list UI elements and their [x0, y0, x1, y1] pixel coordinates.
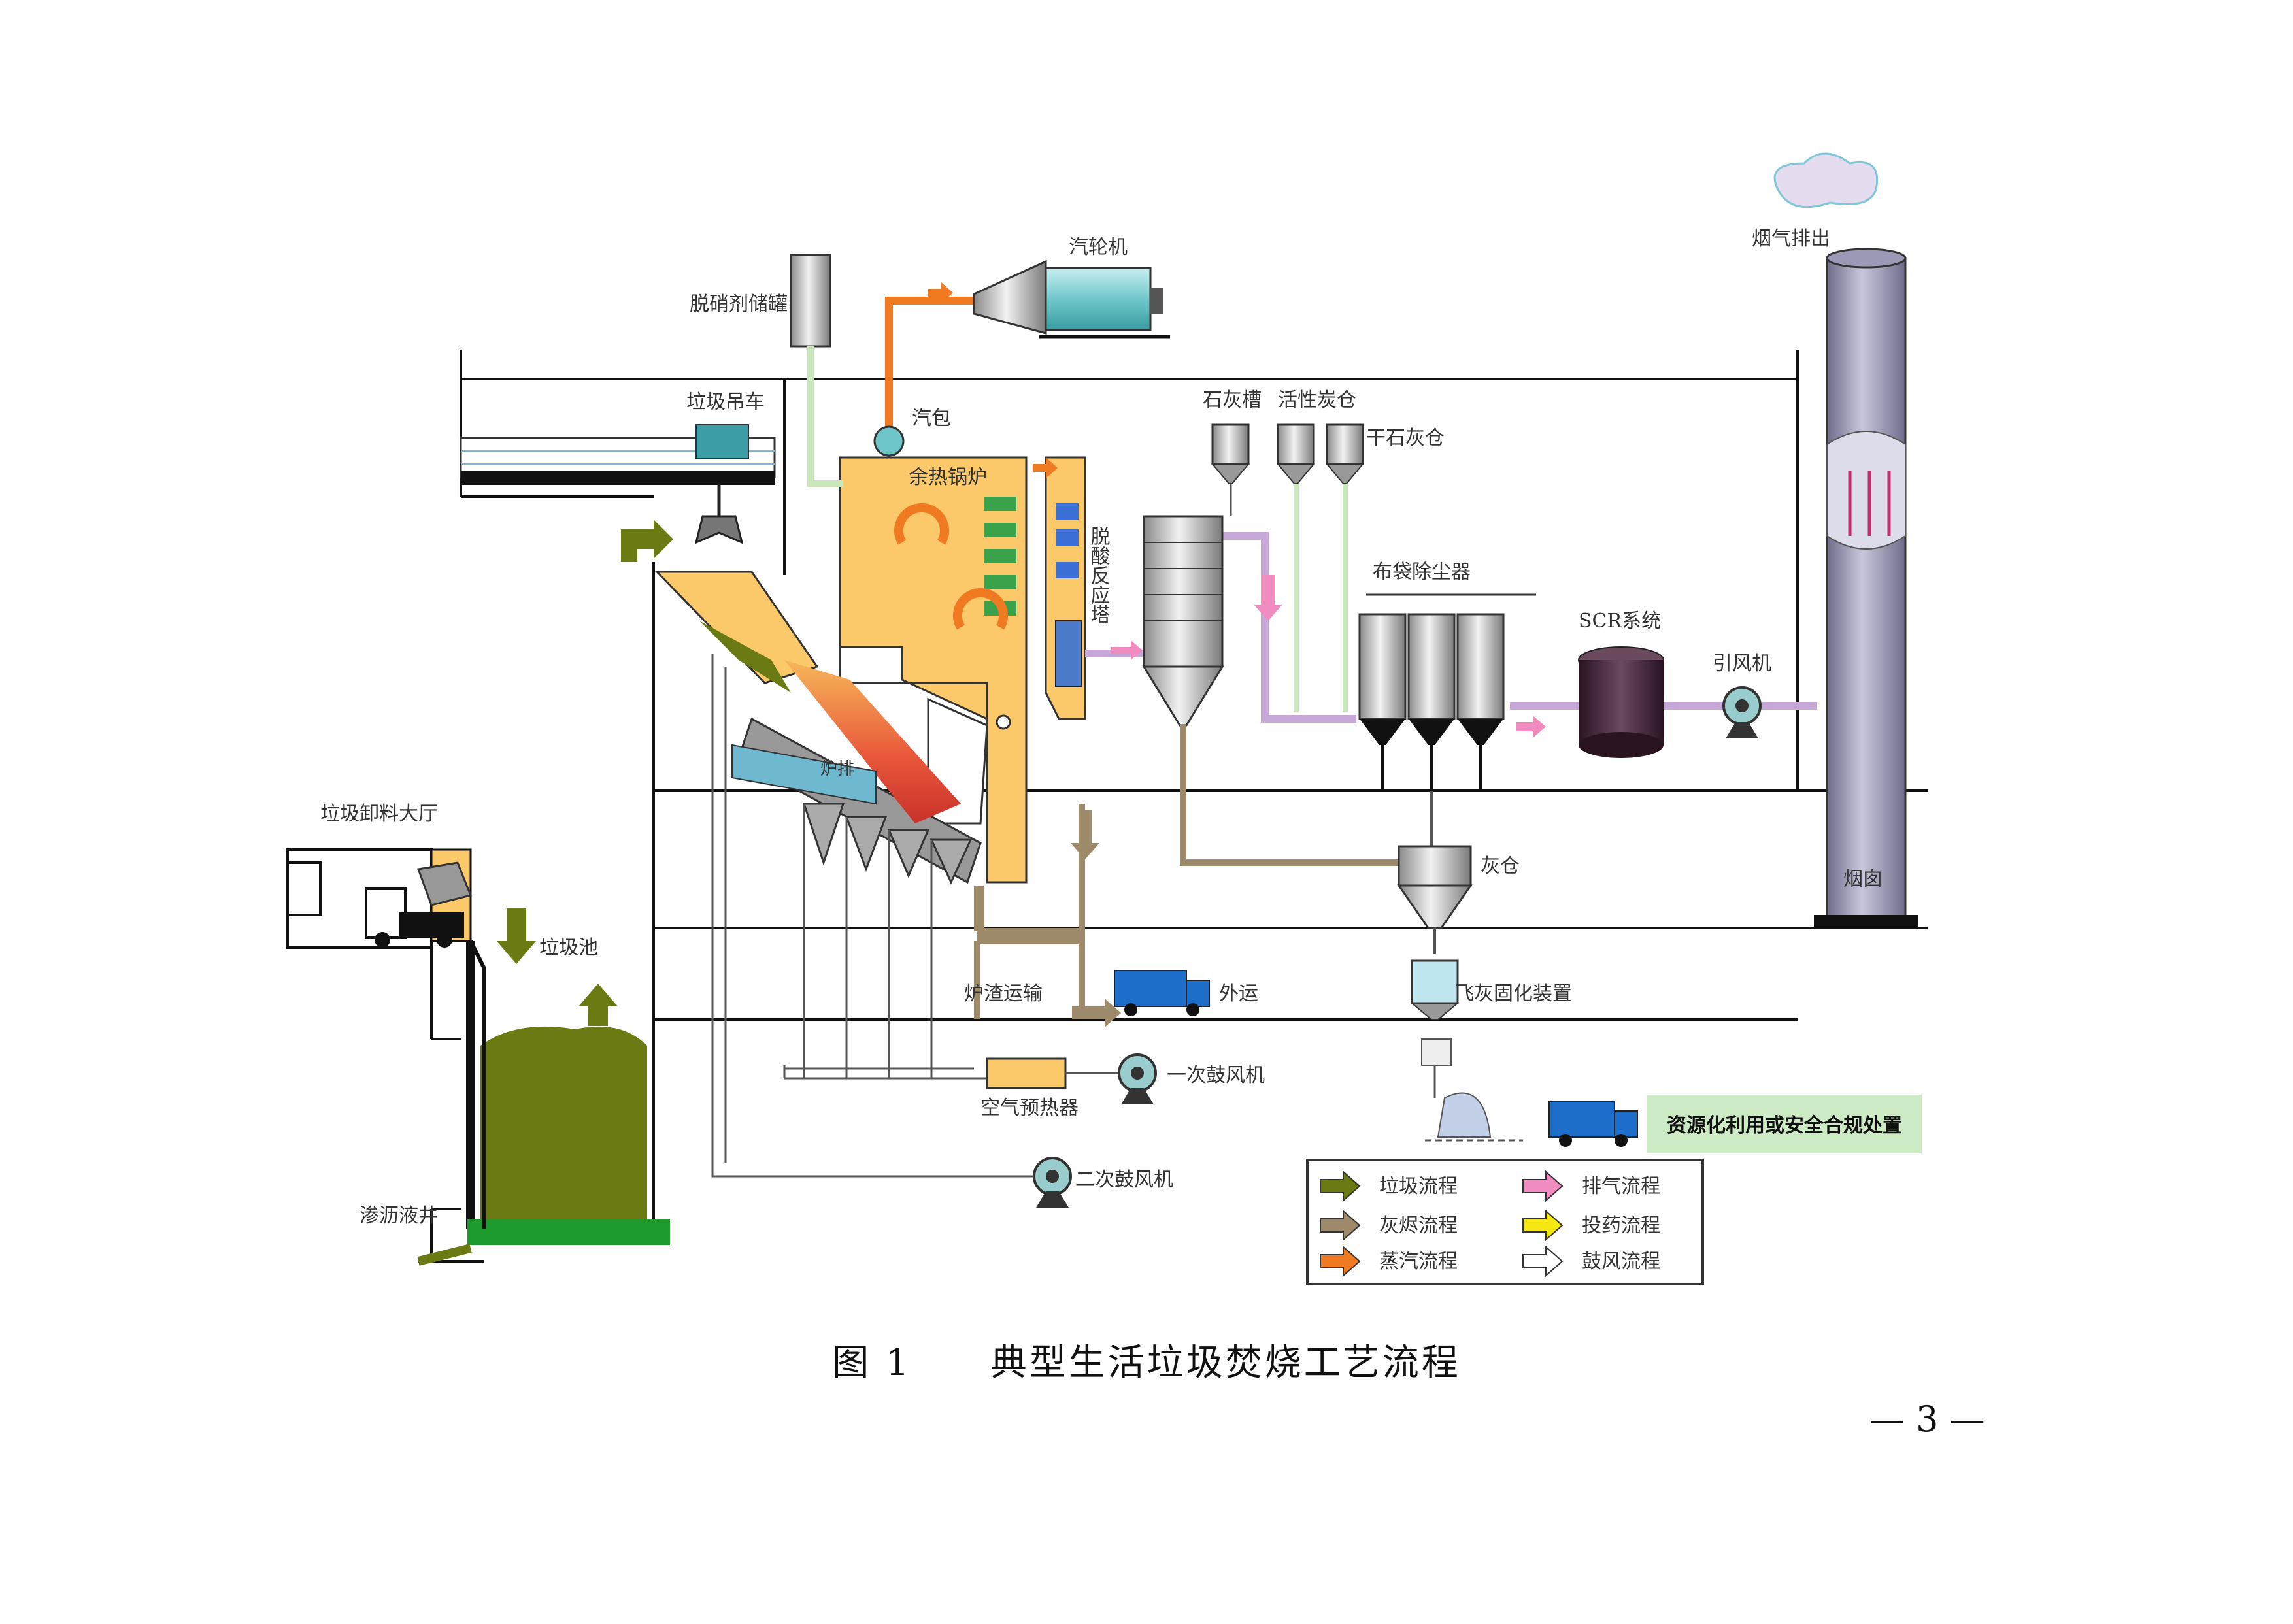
bag-filter [1358, 593, 1536, 850]
legend-label: 蒸汽流程 [1379, 1250, 1458, 1273]
label-denitration-tank: 脱硝剂储罐 [690, 293, 788, 316]
label-smoke-out: 烟气排出 [1752, 227, 1830, 250]
label-scr: SCR系统 [1579, 610, 1661, 633]
labels: 汽轮机 脱硝剂储罐 垃圾吊车 汽包 余热锅炉 炉排 石灰槽 活性炭仓 干石灰仓 … [320, 227, 1883, 1227]
label-fly-ash: 飞灰固化装置 [1454, 982, 1572, 1005]
label-crane: 垃圾吊车 [686, 391, 765, 414]
legend-arrow-icon [1320, 1245, 1361, 1278]
label-bag-filter: 布袋除尘器 [1373, 561, 1471, 584]
fly-ash-solidification [1410, 959, 1638, 1147]
label-grate: 炉排 [820, 759, 854, 779]
label-carbon-bin: 活性炭仓 [1278, 389, 1356, 412]
legend-arrow-icon [1522, 1209, 1564, 1242]
economizer-coils [984, 497, 1016, 616]
primary-fan [1118, 1053, 1157, 1104]
label-slag: 炉渣运输 [964, 982, 1043, 1005]
legend-arrow-icon [1320, 1170, 1361, 1202]
induced-draft-fan [1722, 686, 1762, 738]
label-ash-bin: 灰仓 [1481, 855, 1520, 878]
crane [460, 424, 776, 544]
page-number: — 3 — [1869, 1399, 1985, 1440]
legend-arrow-icon [1320, 1209, 1361, 1242]
scr-system [1578, 646, 1664, 758]
label-dry-lime-bin: 干石灰仓 [1366, 427, 1445, 450]
legend-label: 灰烬流程 [1379, 1214, 1458, 1237]
legend-label: 鼓风流程 [1582, 1250, 1660, 1273]
secondary-fan [1033, 1157, 1072, 1208]
figure-caption: 图 1 典型生活垃圾焚烧工艺流程 [832, 1342, 1461, 1384]
acid-reaction-tower [1142, 515, 1399, 866]
label-id-fan: 引风机 [1713, 652, 1771, 675]
grate-furnace [731, 660, 1085, 944]
label-leachate-well: 渗沥液井 [360, 1204, 438, 1227]
disposal-truck [1548, 1101, 1638, 1147]
label-outbound: 外运 [1219, 982, 1258, 1005]
steam-turbine [973, 259, 1170, 339]
steam-pipe [885, 297, 974, 444]
label-primary-fan: 一次鼓风机 [1167, 1064, 1265, 1087]
legend-label: 垃圾流程 [1379, 1175, 1458, 1198]
drum-and-tank [790, 254, 905, 487]
label-lime-tank: 石灰槽 [1203, 389, 1262, 412]
chimney [1773, 152, 1918, 929]
label-secondary-fan: 二次鼓风机 [1075, 1168, 1173, 1191]
label-turbine: 汽轮机 [1069, 236, 1128, 259]
legend-arrow-icon [1522, 1245, 1564, 1278]
legend-arrow-icon [1522, 1170, 1564, 1202]
label-acid-tower: 脱酸反应塔 [1087, 526, 1111, 624]
garbage-pit [286, 848, 670, 1266]
air-ducts [711, 654, 1039, 1178]
flow-arrows [497, 282, 1546, 1027]
legend-label: 投药流程 [1582, 1214, 1660, 1237]
disposal-label: 资源化利用或安全合规处置 [1667, 1114, 1902, 1137]
slag-truck [1114, 970, 1210, 1016]
label-unloading-hall: 垃圾卸料大厅 [320, 803, 438, 825]
legend-label: 排气流程 [1582, 1175, 1660, 1198]
feed-hopper [654, 571, 819, 693]
disposal-box: 资源化利用或安全合规处置 [1647, 1095, 1922, 1153]
air-preheater [986, 1057, 1118, 1089]
label-boiler: 余热锅炉 [909, 466, 987, 489]
label-chimney: 烟囱 [1843, 868, 1883, 891]
ash-bin [1397, 845, 1473, 954]
reagent-silos [1211, 423, 1365, 712]
label-pit: 垃圾池 [539, 936, 598, 959]
waste-heat-boiler [839, 456, 1086, 884]
label-air-preheater: 空气预热器 [980, 1097, 1079, 1119]
dump-truck [365, 861, 473, 948]
label-drum: 汽包 [912, 407, 951, 430]
